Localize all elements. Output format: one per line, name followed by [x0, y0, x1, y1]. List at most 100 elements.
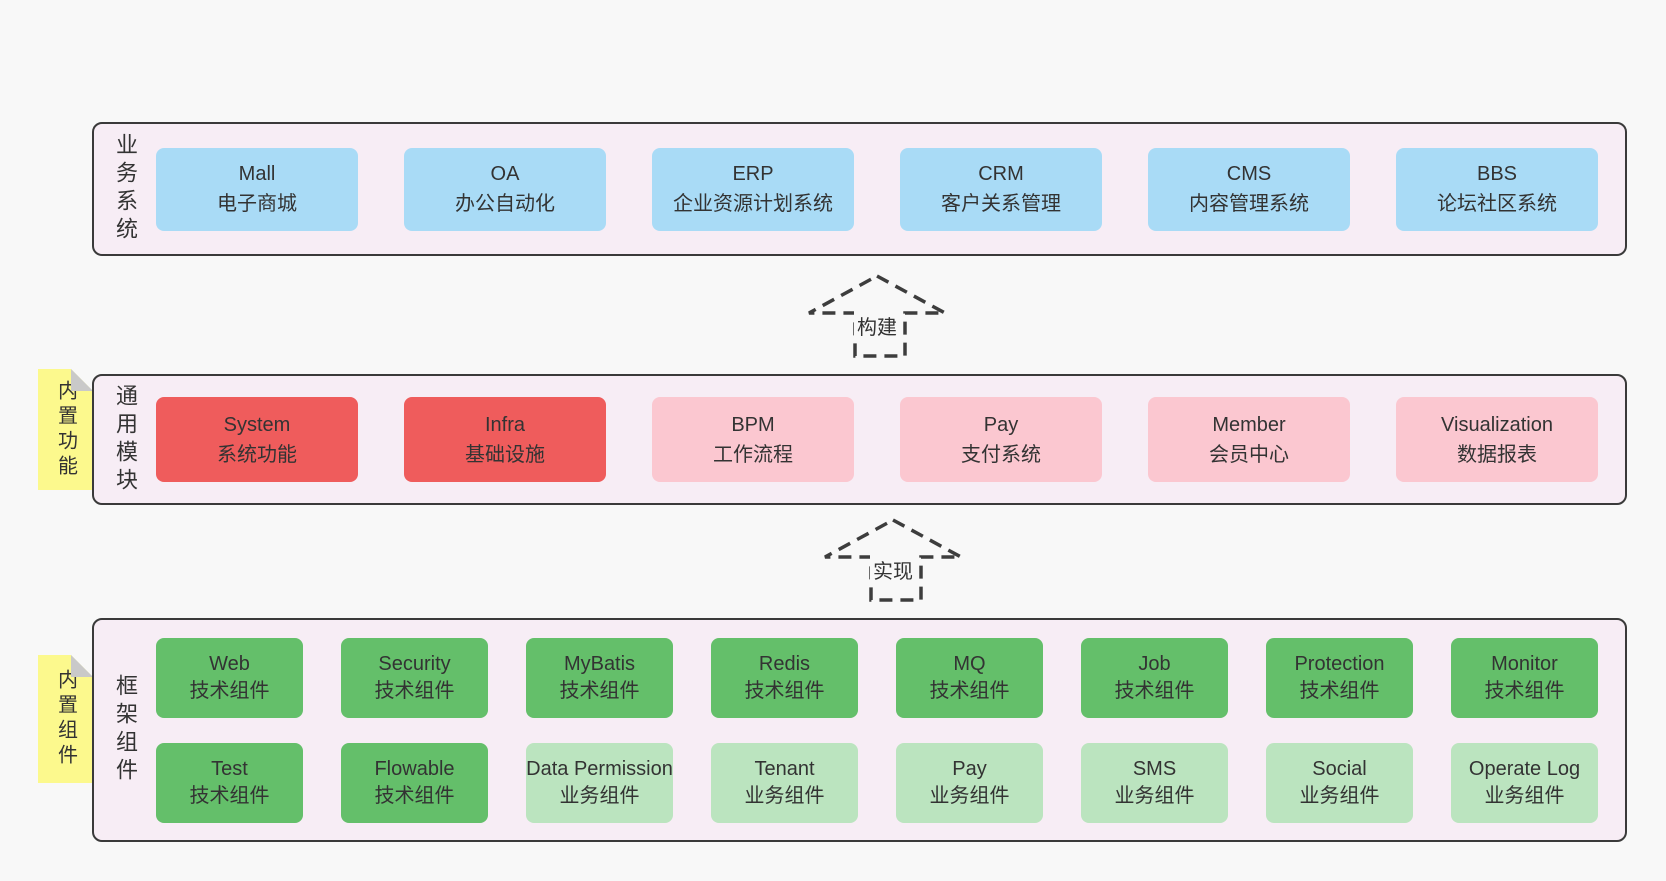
box-title: Data Permission: [526, 758, 673, 781]
box-title: Infra: [484, 413, 526, 436]
box-title: MyBatis: [563, 653, 636, 676]
box-subtitle: 支付系统: [961, 443, 1041, 466]
box-title: SMS: [1132, 758, 1177, 781]
box-title: Web: [209, 653, 250, 676]
band-label-column: 框架组件: [94, 620, 156, 840]
box-subtitle: 技术组件: [559, 679, 640, 702]
box-subtitle: 业务组件: [559, 784, 640, 807]
business-systems-band: 业务系统 Mall 电子商城 OA 办公自动化 ERP 企业资源计划系统 CRM…: [92, 122, 1627, 256]
band-label-column: 通用模块: [94, 376, 156, 503]
box-subtitle: 数据报表: [1457, 443, 1537, 466]
box-title: Job: [1138, 653, 1171, 676]
box-title: Tenant: [754, 758, 815, 781]
box-bpm: BPM 工作流程: [652, 397, 854, 482]
box-pay-component: Pay 业务组件: [896, 742, 1043, 823]
box-tenant: Tenant 业务组件: [711, 742, 858, 823]
box-subtitle: 基础设施: [465, 443, 545, 466]
box-title: Pay: [983, 413, 1019, 436]
box-title: Protection: [1294, 653, 1385, 676]
box-subtitle: 业务组件: [744, 784, 825, 807]
box-title: Visualization: [1441, 413, 1553, 436]
note-fold-icon: [71, 369, 93, 391]
box-title: OA: [490, 163, 520, 185]
box-web: Web 技术组件: [156, 637, 303, 718]
box-subtitle: 技术组件: [189, 784, 270, 807]
band-title: 业务系统: [113, 133, 138, 245]
box-mq: MQ 技术组件: [896, 637, 1043, 718]
up-block-arrow-icon: [824, 518, 962, 602]
box-monitor: Monitor 技术组件: [1451, 637, 1598, 718]
box-operate-log: Operate Log 业务组件: [1451, 742, 1598, 823]
up-block-arrow-icon: [808, 274, 946, 358]
box-mybatis: MyBatis 技术组件: [526, 637, 673, 718]
box-pay-module: Pay 支付系统: [900, 397, 1102, 482]
band-content: Mall 电子商城 OA 办公自动化 ERP 企业资源计划系统 CRM 客户关系…: [156, 124, 1625, 254]
implement-arrow: 实现: [822, 517, 964, 603]
box-subtitle: 技术组件: [744, 679, 825, 702]
box-job: Job 技术组件: [1081, 637, 1228, 718]
box-subtitle: 论坛社区系统: [1437, 193, 1557, 215]
box-subtitle: 技术组件: [1299, 679, 1380, 702]
build-arrow: 构建: [806, 273, 948, 359]
box-subtitle: 内容管理系统: [1189, 193, 1309, 215]
box-title: Mall: [238, 163, 276, 185]
band-title: 框架组件: [113, 674, 138, 786]
box-title: CRM: [978, 163, 1024, 185]
arrow-label: 构建: [854, 311, 900, 340]
band-content: Web 技术组件 Security 技术组件 MyBatis 技术组件 Redi…: [156, 620, 1625, 840]
box-title: Social: [1312, 758, 1367, 781]
common-modules-band: 通用模块 System 系统功能 Infra 基础设施 BPM 工作流程 Pay…: [92, 374, 1627, 505]
note-fold-icon: [71, 655, 93, 677]
box-subtitle: 技术组件: [929, 679, 1010, 702]
box-title: Operate Log: [1468, 758, 1581, 781]
box-subtitle: 企业资源计划系统: [673, 193, 833, 215]
box-bbs: BBS 论坛社区系统: [1396, 147, 1598, 231]
box-title: BBS: [1476, 163, 1518, 185]
box-subtitle: 电子商城: [217, 193, 297, 215]
box-redis: Redis 技术组件: [711, 637, 858, 718]
box-visualization: Visualization 数据报表: [1396, 397, 1598, 482]
note-label: 内置功能: [54, 379, 77, 480]
box-mall: Mall 电子商城: [156, 147, 358, 231]
box-subtitle: 技术组件: [374, 679, 455, 702]
box-member: Member 会员中心: [1148, 397, 1350, 482]
box-crm: CRM 客户关系管理: [900, 147, 1102, 231]
box-title: System: [223, 413, 291, 436]
box-oa: OA 办公自动化: [404, 147, 606, 231]
box-title: BPM: [731, 413, 775, 436]
box-infra: Infra 基础设施: [404, 397, 606, 482]
box-subtitle: 业务组件: [1299, 784, 1380, 807]
box-title: Test: [211, 758, 248, 781]
framework-row-2: Test 技术组件 Flowable 技术组件 Data Permission …: [156, 742, 1598, 823]
box-erp: ERP 企业资源计划系统: [652, 147, 854, 231]
box-subtitle: 业务组件: [929, 784, 1010, 807]
arrow-label: 实现: [870, 555, 916, 584]
box-subtitle: 系统功能: [217, 443, 297, 466]
box-title: Flowable: [374, 758, 455, 781]
box-system: System 系统功能: [156, 397, 358, 482]
box-cms: CMS 内容管理系统: [1148, 147, 1350, 231]
box-security: Security 技术组件: [341, 637, 488, 718]
framework-components-band: 框架组件 Web 技术组件 Security 技术组件 MyBatis 技术组件…: [92, 618, 1627, 842]
box-title: CMS: [1226, 163, 1272, 185]
band-content: System 系统功能 Infra 基础设施 BPM 工作流程 Pay 支付系统…: [156, 376, 1625, 503]
box-test: Test 技术组件: [156, 742, 303, 823]
box-subtitle: 技术组件: [1484, 679, 1565, 702]
box-title: Redis: [758, 653, 811, 676]
box-sms: SMS 业务组件: [1081, 742, 1228, 823]
framework-row-1: Web 技术组件 Security 技术组件 MyBatis 技术组件 Redi…: [156, 637, 1598, 718]
box-flowable: Flowable 技术组件: [341, 742, 488, 823]
box-title: Monitor: [1491, 653, 1558, 676]
box-social: Social 业务组件: [1266, 742, 1413, 823]
box-subtitle: 客户关系管理: [941, 193, 1061, 215]
box-subtitle: 业务组件: [1114, 784, 1195, 807]
box-data-permission: Data Permission 业务组件: [526, 742, 673, 823]
box-subtitle: 技术组件: [1114, 679, 1195, 702]
box-subtitle: 业务组件: [1484, 784, 1565, 807]
box-title: MQ: [953, 653, 986, 676]
box-subtitle: 工作流程: [713, 443, 793, 466]
box-title: Member: [1212, 413, 1286, 436]
band-title: 通用模块: [113, 383, 138, 496]
box-title: ERP: [732, 163, 774, 185]
